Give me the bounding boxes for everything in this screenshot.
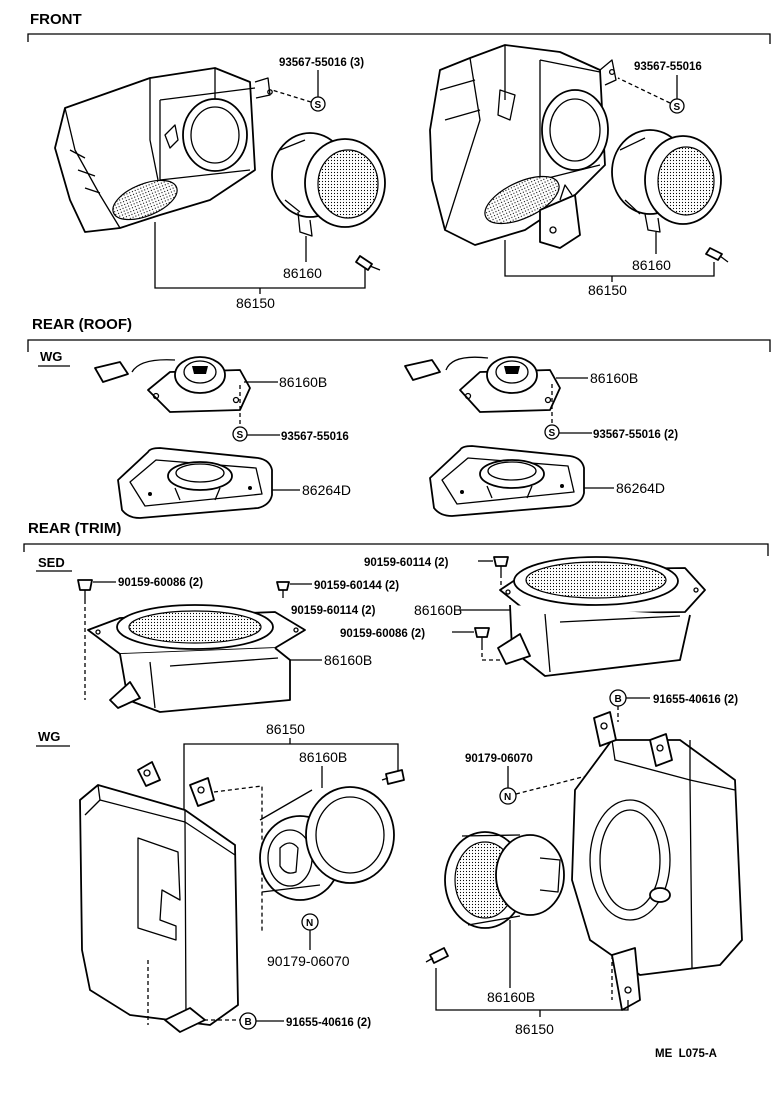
wgr-speaker-label: 86160B: [487, 989, 535, 1005]
sed-right-speaker-label: 86160B: [414, 602, 462, 618]
wgr-screw: [425, 947, 449, 964]
wgl-speaker: [259, 786, 395, 901]
svg-text:N: N: [504, 792, 511, 803]
diagram-code: ME L075-A: [655, 1048, 717, 1060]
front-right-screw-label: 93567-55016: [634, 61, 702, 73]
sed-right-screw-low: [474, 627, 490, 646]
sed-right-screw-mid-label: 90159-60114 (2): [291, 605, 376, 617]
roof-left-speaker-label: 86160B: [279, 374, 327, 390]
roof-right-speaker-label: 86160B: [590, 370, 638, 386]
sed-left-speaker-label: 86160B: [324, 652, 372, 668]
svg-text:N: N: [306, 918, 313, 929]
wgl-speaker-label: 86160B: [299, 749, 347, 765]
wgl-b-symbol: B: [239, 1012, 257, 1030]
wgr-nut-label: 90179-06070: [465, 753, 533, 765]
front-left-assembly-bracket: [154, 222, 366, 289]
roof-right-grille: [429, 445, 585, 517]
wgl-assembly-bracket: [183, 743, 399, 815]
sed-left-screw-b: [276, 581, 290, 598]
section-rear-trim-bracket: [23, 543, 769, 556]
sed-right-screw-low-label: 90159-60086 (2): [340, 628, 425, 640]
front-left-speaker-box: [54, 67, 273, 233]
svg-text:S: S: [674, 102, 681, 113]
section-front-title: FRONT: [30, 11, 82, 28]
wgl-box-dash: [213, 785, 263, 932]
section-front-bracket: [27, 33, 771, 44]
sed-left-speaker: [87, 604, 306, 713]
section-rear-roof-title: REAR (ROOF): [32, 316, 132, 333]
wgl-bolt-label: 91655-40616 (2): [286, 1017, 371, 1029]
wgr-b-symbol: B: [609, 689, 627, 707]
front-left-screw-label: 93567-55016 (3): [279, 57, 364, 69]
sed-left-screw-a-label: 90159-60086 (2): [118, 577, 203, 589]
svg-text:B: B: [615, 694, 622, 705]
front-right-assembly-bracket: [504, 240, 715, 277]
wgr-speaker: [444, 831, 565, 929]
roof-left-grille: [117, 447, 273, 519]
roof-left-screw-label: 93567-55016: [281, 431, 349, 443]
sed-left-screw-a: [77, 579, 93, 600]
roof-right-grille-label: 86264D: [616, 480, 665, 496]
sed-right-screw-low-dash: [481, 646, 500, 661]
svg-text:S: S: [237, 430, 244, 441]
front-right-assembly-label: 86150: [588, 282, 627, 298]
wgr-speaker-box: [571, 711, 743, 1011]
wgr-bolt-label: 91655-40616 (2): [653, 694, 738, 706]
front-left-assembly-label: 86150: [236, 295, 275, 311]
front-right-screw: [705, 247, 729, 263]
front-right-speaker: [611, 129, 722, 233]
front-right-s-symbol: S: [669, 98, 685, 114]
sed-left-screw-b-label: 90159-60144 (2): [314, 580, 399, 592]
svg-text:B: B: [245, 1017, 252, 1028]
roof-right-screw-label: 93567-55016 (2): [593, 429, 678, 441]
svg-text:S: S: [549, 428, 556, 439]
front-left-screw: [355, 255, 381, 271]
front-left-speaker: [271, 132, 386, 237]
sed-right-screw-top-label: 90159-60114 (2): [364, 557, 449, 569]
front-left-speaker-label: 86160: [283, 265, 322, 281]
wgl-screw: [381, 769, 405, 785]
section-rear-roof-bracket: [27, 339, 771, 352]
roof-right-speaker: [404, 356, 561, 413]
wgl-n-symbol: N: [301, 913, 319, 931]
front-right-speaker-box: [429, 44, 617, 249]
svg-text:S: S: [315, 100, 322, 111]
wgr-assembly-label: 86150: [515, 1021, 554, 1037]
roof-left-speaker: [94, 356, 251, 413]
wgr-n-symbol: N: [499, 787, 517, 805]
wgl-assembly-label: 86150: [266, 721, 305, 737]
wgl-nut-label: 90179-06070: [267, 953, 350, 969]
wgr-assembly-bracket: [435, 968, 629, 1011]
front-left-screw-leader: [271, 89, 312, 103]
variant-wg-roof: WG: [40, 349, 62, 364]
front-right-speaker-label: 86160: [632, 257, 671, 273]
roof-left-s-symbol: S: [232, 426, 248, 442]
section-rear-trim-title: REAR (TRIM): [28, 520, 121, 537]
roof-left-grille-label: 86264D: [302, 482, 351, 498]
variant-sed: SED: [38, 555, 65, 570]
variant-wg-trim: WG: [38, 729, 60, 744]
front-left-s-symbol: S: [310, 96, 326, 112]
front-right-screw-leader: [617, 77, 671, 104]
wgl-speaker-box: [79, 761, 239, 1033]
roof-right-s-symbol: S: [544, 424, 560, 440]
sed-right-speaker: [497, 556, 706, 677]
sed-right-screw-top: [493, 556, 509, 574]
